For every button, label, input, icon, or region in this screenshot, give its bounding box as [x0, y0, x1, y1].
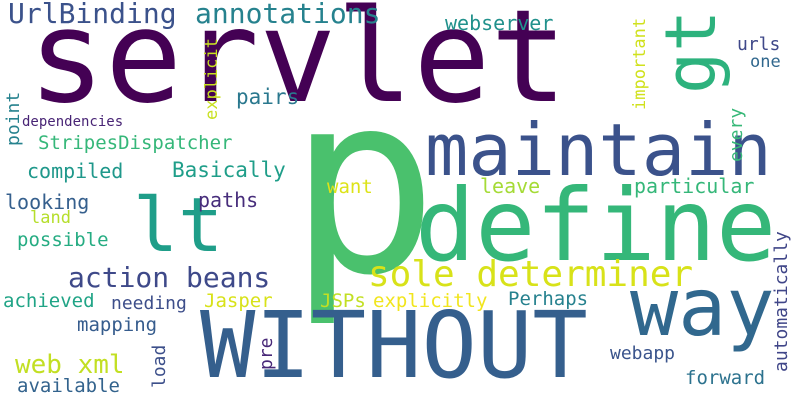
word: Perhaps: [508, 288, 589, 310]
word: gt: [650, 9, 732, 94]
word: way: [630, 261, 775, 354]
word: mapping: [77, 314, 158, 336]
word: automatically: [771, 231, 792, 372]
word: urls: [737, 34, 781, 55]
word: annotations: [195, 0, 381, 30]
word: important: [630, 17, 650, 110]
word: want: [327, 176, 373, 198]
word: StripesDispatcher: [38, 132, 233, 154]
word: point: [3, 91, 24, 146]
word: JSPs: [320, 290, 366, 312]
word: pairs: [236, 85, 300, 109]
word: dependencies: [22, 114, 124, 130]
word: particular: [634, 174, 755, 198]
word: looking: [5, 190, 90, 214]
word: webapp: [610, 343, 676, 364]
word: Basically: [172, 158, 286, 182]
word: maintain: [425, 108, 772, 192]
word: one: [750, 52, 781, 72]
word: possible: [17, 229, 109, 251]
word: every: [726, 107, 747, 162]
word: lt: [133, 181, 224, 269]
word: servlet: [28, 0, 568, 132]
word: load: [149, 344, 170, 388]
word: sole determiner: [368, 254, 694, 295]
word: paths: [198, 188, 259, 212]
word: p: [288, 39, 439, 330]
word: explicitly: [373, 290, 488, 312]
word: pre: [256, 337, 277, 370]
word: explicit: [202, 38, 222, 120]
word: forward: [685, 367, 766, 389]
word: needing: [111, 293, 187, 314]
word: available: [17, 375, 120, 397]
word: leave: [480, 174, 541, 198]
word: action beans: [68, 261, 271, 294]
word: achieved: [3, 290, 95, 312]
word: define: [415, 167, 777, 284]
word: Jasper: [204, 290, 273, 312]
word: WITHOUT: [200, 292, 588, 399]
word: web xml: [15, 350, 125, 380]
word: land: [30, 208, 71, 228]
word: compiled: [27, 159, 124, 183]
word: UrlBinding: [8, 0, 177, 30]
word: webserver: [445, 11, 554, 35]
